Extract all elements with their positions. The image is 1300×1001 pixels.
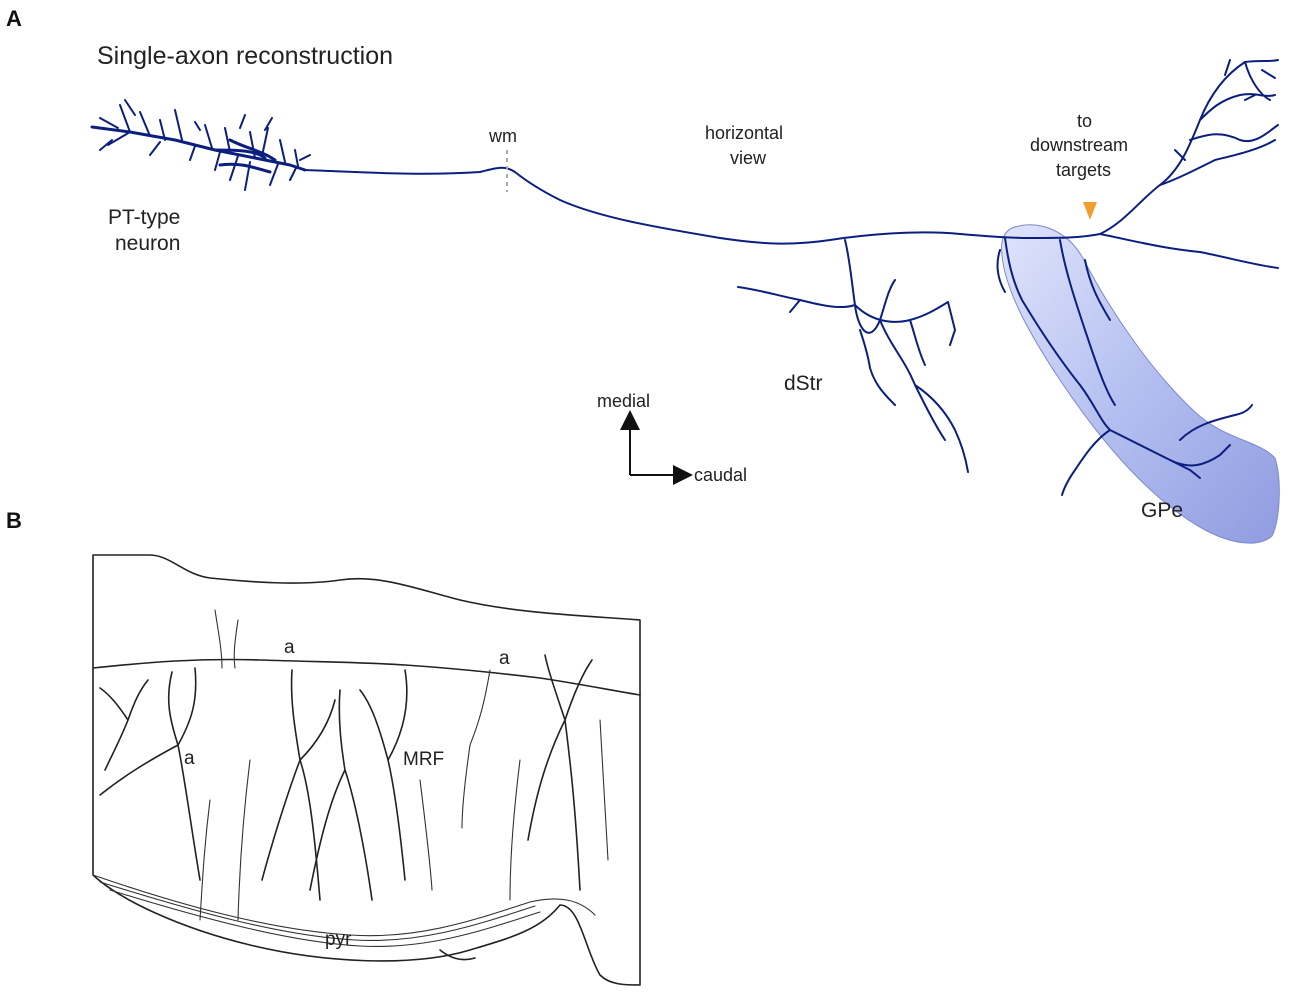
gpe-label: GPe: [1141, 499, 1183, 522]
wm-label: wm: [488, 126, 517, 146]
dstr-branches: [737, 239, 969, 473]
downstream-branches: [1099, 59, 1279, 269]
main-axon: [304, 59, 1279, 245]
pia-line: [92, 658, 641, 696]
pyr-label: pyr: [325, 929, 352, 950]
downstream-arrowhead-icon: [1083, 202, 1097, 220]
panel-a-title: Single-axon reconstruction: [97, 42, 393, 70]
a-label-left: a: [184, 748, 195, 769]
view-label-line1: horizontal: [705, 123, 783, 143]
dstr-label: dStr: [784, 372, 823, 395]
panel-b-letter: B: [6, 508, 22, 533]
panel-a-letter: A: [6, 6, 22, 31]
mrf-label: MRF: [403, 749, 444, 770]
orientation-axes: medial caudal: [597, 391, 747, 485]
pt-neuron-label-line1: PT-type: [108, 206, 180, 229]
gpe-branches: [996, 237, 1253, 496]
a-label-top-1: a: [284, 637, 295, 658]
downstream-label-line1: to: [1077, 111, 1092, 131]
pt-neuron-label-line2: neuron: [115, 232, 180, 255]
pyr-tract: [92, 874, 596, 948]
axis-caudal-label: caudal: [694, 465, 747, 485]
mrf-neurons: [99, 609, 609, 961]
pt-neuron-dendrites: [90, 99, 311, 191]
downstream-label-line2: downstream: [1030, 135, 1128, 155]
view-label-line2: view: [730, 148, 767, 168]
panel-a: A Single-axon reconstruction PT-type neu…: [6, 6, 1280, 544]
downstream-label-line3: targets: [1056, 160, 1111, 180]
gpe-volume: [1001, 224, 1280, 544]
axis-medial-label: medial: [597, 391, 650, 411]
section-outline: [92, 554, 641, 986]
a-label-top-2: a: [499, 648, 510, 669]
panel-b: B a a a MRF pyr: [6, 508, 641, 986]
